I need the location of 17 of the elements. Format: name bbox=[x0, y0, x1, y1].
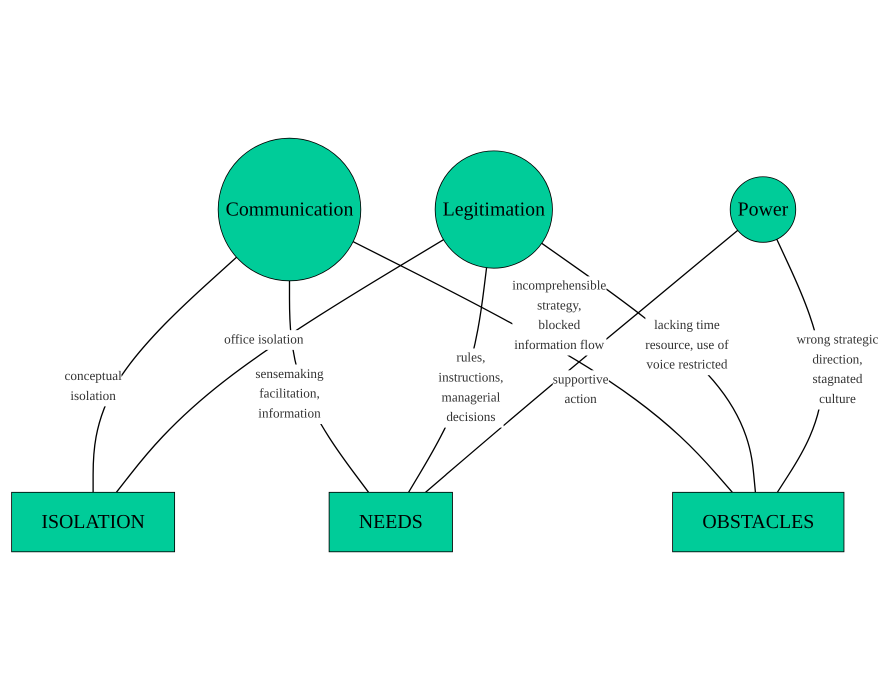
node-circle: Legitimation bbox=[434, 150, 553, 269]
edge-label: conceptual isolation bbox=[64, 369, 122, 404]
node-circle: Communication bbox=[218, 138, 362, 282]
edge-label: wrong strategic direction, stagnated culture bbox=[796, 332, 878, 406]
node-box: OBSTACLES bbox=[672, 492, 844, 552]
edge-label: supportive action bbox=[552, 372, 609, 407]
edge-label: rules, instructions, managerial decisions bbox=[438, 350, 504, 424]
edge-label: sensemaking facilitation, information bbox=[255, 367, 324, 421]
node-circle: Power bbox=[730, 176, 796, 243]
node-box: NEEDS bbox=[328, 492, 453, 552]
edge-label: lacking time resource, use of voice restricted bbox=[645, 318, 729, 372]
connector bbox=[541, 242, 756, 492]
edge-label: incomprehensible strategy, blocked information flow bbox=[512, 278, 606, 352]
connector bbox=[92, 256, 237, 492]
edge-label: office isolation bbox=[224, 332, 304, 347]
node-box: ISOLATION bbox=[11, 492, 176, 552]
connector bbox=[425, 230, 738, 493]
